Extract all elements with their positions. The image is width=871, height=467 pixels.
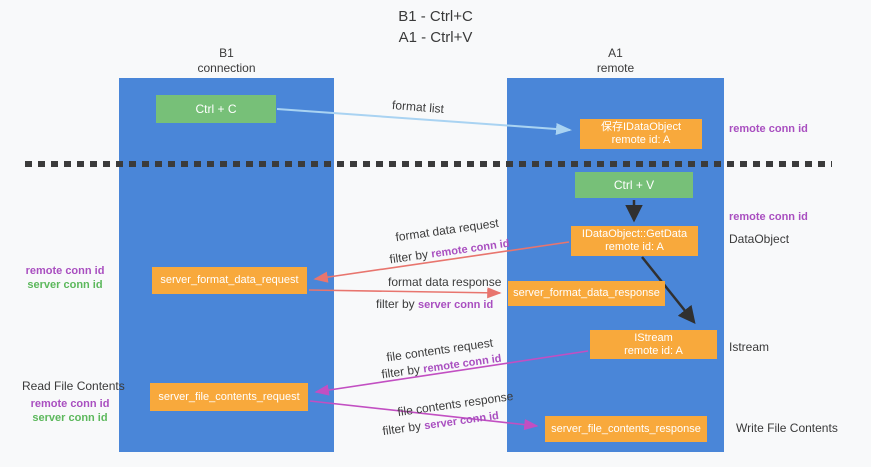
- node-format-response-label: server_format_data_response: [513, 287, 660, 299]
- node-istream: IStream remote id: A: [590, 330, 717, 359]
- node-save-idataobject-line1: 保存IDataObject: [600, 121, 682, 133]
- filter-key-server-conn-id: server conn id: [418, 299, 494, 311]
- node-idataobject-getdata: IDataObject::GetData remote id: A: [571, 226, 698, 256]
- lifeline-b1-role: connection: [197, 61, 256, 75]
- node-server-file-contents-request: server_file_contents_request: [150, 383, 308, 411]
- label-group-file-conn-ids: Read File Contents remote conn id server…: [22, 379, 125, 425]
- node-server-file-contents-response: server_file_contents_response: [545, 416, 707, 442]
- lifeline-a1-role: remote: [596, 61, 635, 75]
- node-getdata-line2: remote id: A: [605, 241, 664, 253]
- lifeline-b1-name: B1: [219, 46, 234, 60]
- node-file-response-label: server_file_contents_response: [551, 422, 701, 435]
- label-server-conn-id-file: server conn id: [32, 412, 108, 424]
- node-getdata-line1: IDataObject::GetData: [581, 228, 688, 240]
- lifeline-a1-name: A1: [608, 46, 623, 60]
- diagram-title-line1: B1 - Ctrl+C: [398, 8, 473, 25]
- lifeline-header-b1: B1 connection: [119, 46, 334, 76]
- node-ctrl-v-label: Ctrl + V: [613, 177, 655, 192]
- node-file-request-label: server_file_contents_request: [158, 390, 300, 403]
- node-save-idataobject: 保存IDataObject remote id: A: [580, 119, 702, 149]
- label-group-format-conn-ids: remote conn id server conn id: [24, 264, 106, 292]
- node-ctrl-c: Ctrl + C: [156, 95, 276, 123]
- label-write-file-contents: Write File Contents: [736, 421, 838, 435]
- label-dataobject: DataObject: [729, 232, 790, 246]
- label-remote-conn-id-file: remote conn id: [30, 398, 110, 410]
- diagram-title: B1 - Ctrl+C A1 - Ctrl+V: [0, 6, 871, 48]
- node-istream-line1: IStream: [634, 331, 673, 344]
- lifeline-header-a1: A1 remote: [507, 46, 724, 76]
- flow-label-format-data-response: format data response: [388, 275, 502, 289]
- filter-by-text: filter by: [380, 361, 425, 382]
- label-remote-conn-id-format: remote conn id: [25, 265, 105, 277]
- label-read-file-contents: Read File Contents: [22, 379, 125, 393]
- node-format-request-label: server_format_data_request: [160, 274, 299, 286]
- diagram-title-line2: A1 - Ctrl+V: [398, 29, 473, 46]
- flow-label-format-list: format list: [391, 97, 445, 117]
- label-remote-conn-id-save: remote conn id: [729, 123, 808, 135]
- arrow-format-data-response: [308, 287, 502, 299]
- phase-separator-dashed-line: [25, 161, 832, 167]
- label-server-conn-id-format: server conn id: [27, 279, 103, 291]
- filter-by-text: filter by: [381, 418, 426, 439]
- node-ctrl-c-label: Ctrl + C: [195, 101, 237, 116]
- node-save-idataobject-line2: remote id: A: [611, 134, 671, 146]
- node-istream-line2: remote id: A: [624, 344, 683, 357]
- node-server-format-data-request: server_format_data_request: [152, 267, 307, 294]
- flow-label-format-response-filter: filter by server conn id: [376, 297, 493, 311]
- node-ctrl-v: Ctrl + V: [575, 172, 693, 198]
- filter-by-text: filter by: [376, 297, 419, 311]
- node-server-format-data-response: server_format_data_response: [508, 281, 665, 306]
- label-istream: Istream: [729, 340, 770, 354]
- filter-by-text: filter by: [388, 246, 433, 267]
- label-remote-conn-id-getdata: remote conn id: [729, 211, 808, 223]
- filter-key-remote-conn-id: remote conn id: [430, 237, 511, 261]
